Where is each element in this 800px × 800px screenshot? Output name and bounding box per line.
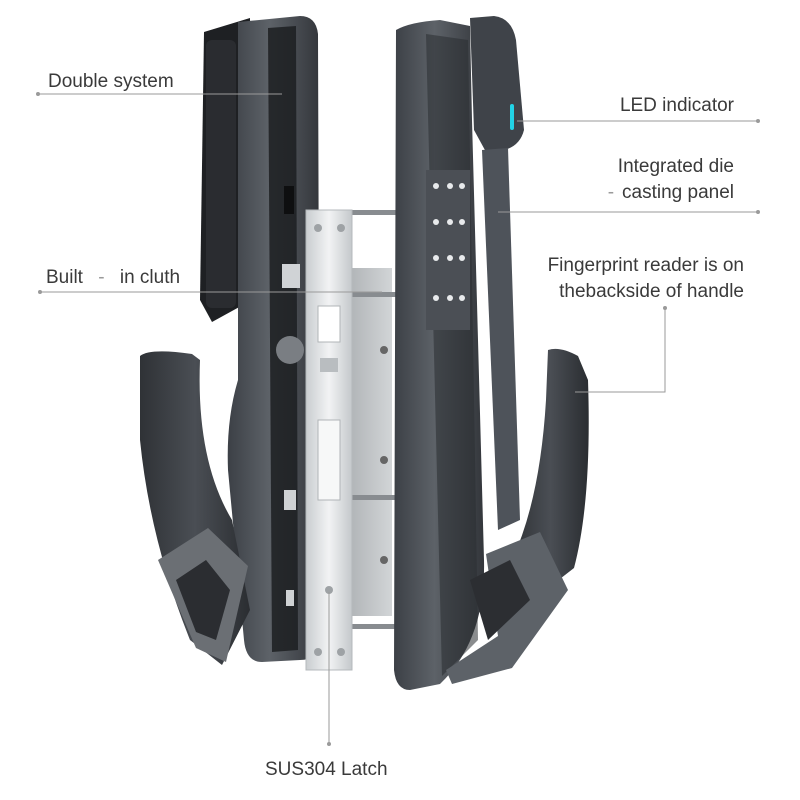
callout-built-in-clutch: Built - in cluth (46, 265, 180, 291)
connecting-rods (350, 210, 410, 629)
callout-fingerprint-line1: Fingerprint reader is on (547, 255, 744, 276)
leader-fingerprint (575, 308, 666, 393)
callout-fingerprint-line2: thebackside of handle (559, 280, 744, 302)
rear-panel (227, 16, 320, 662)
callout-die-casting-panel: Integrated die -casting panel (560, 154, 734, 205)
front-die-cast-panel (394, 20, 485, 690)
callout-sus304-latch-text: SUS304 Latch (265, 759, 388, 780)
callout-separator-dash: - (607, 181, 615, 203)
front-handle-top (470, 16, 524, 530)
callout-sus304-latch: SUS304 Latch (265, 757, 388, 783)
callout-die-casting-line1: Integrated die (617, 156, 734, 177)
rear-handle (140, 351, 250, 665)
led-indicator-light (510, 104, 514, 130)
callout-die-casting-line2-wrap: -casting panel (560, 180, 734, 206)
keypad-dots (433, 183, 465, 301)
callout-double-system-text: Double system (48, 71, 174, 92)
callout-led-indicator-text: LED indicator (619, 95, 734, 116)
front-handle-lower (446, 348, 589, 684)
leader-lines (36, 92, 760, 746)
callout-die-casting-line2: casting panel (622, 181, 734, 203)
callout-fingerprint-reader: Fingerprint reader is on thebackside of … (500, 253, 744, 304)
callout-built-in-clutch-part2: in cluth (119, 267, 181, 288)
callout-built-in-clutch-part1: Built (46, 267, 83, 288)
callout-separator-dash: - (98, 267, 105, 288)
callout-double-system: Double system (48, 69, 174, 95)
callout-led-indicator: LED indicator (578, 93, 734, 119)
